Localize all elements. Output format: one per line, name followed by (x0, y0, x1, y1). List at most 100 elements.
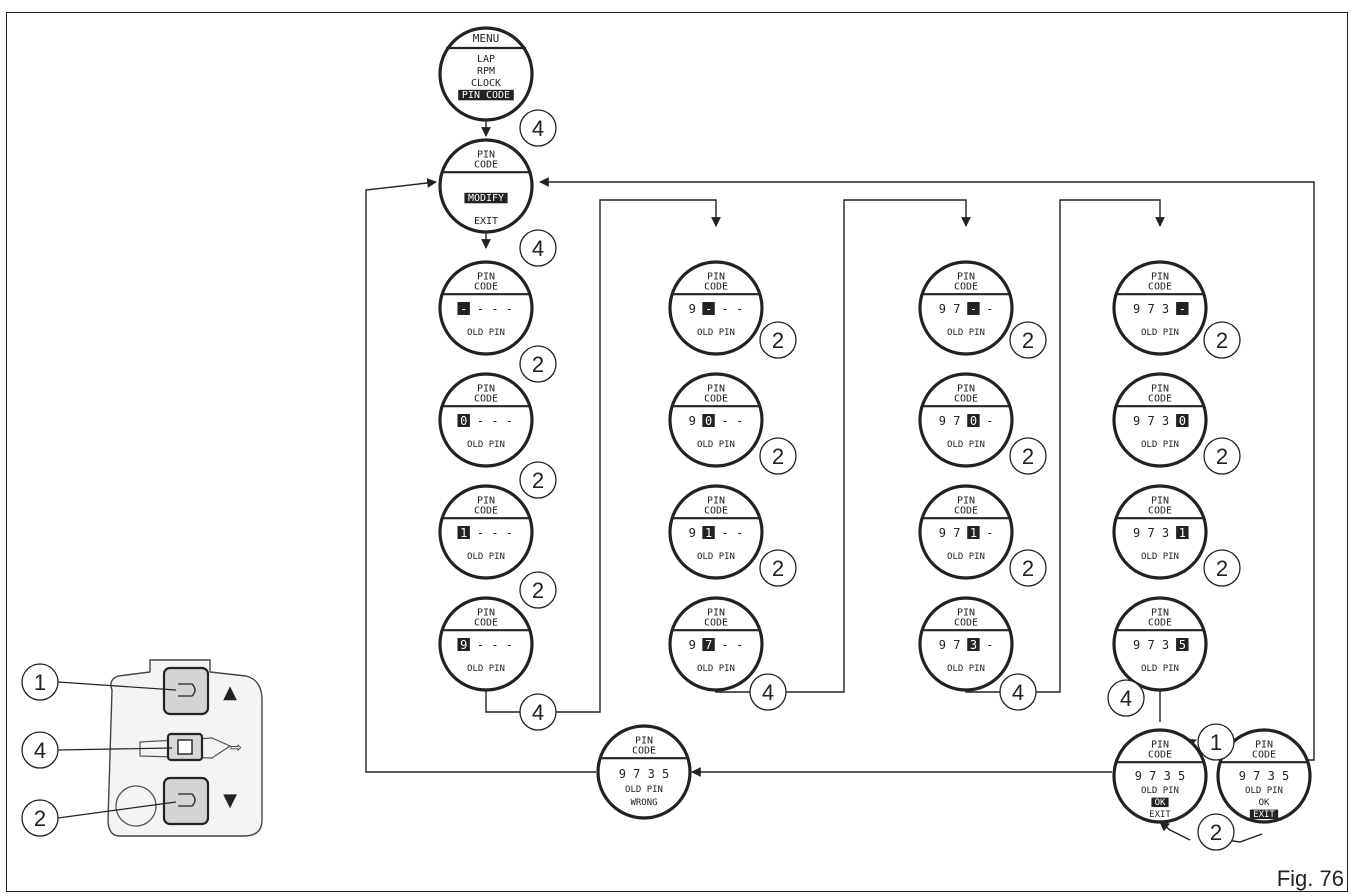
entered-digits: 9 (689, 638, 696, 652)
cursor-digit-highlight (702, 526, 715, 539)
menu-item-selected: PIN CODE (462, 90, 510, 101)
leader-line (57, 801, 177, 819)
old-pin-label: OLD PIN (947, 552, 985, 562)
entered-digits: 9 7 (939, 526, 961, 540)
cursor-digit-highlight (457, 526, 470, 539)
pin-entry-screen-bezel (918, 372, 1014, 468)
button-1[interactable] (162, 666, 210, 716)
pin-header-line-1: PIN (1151, 495, 1169, 506)
cursor-digit: 1 (705, 526, 712, 540)
callout-number: 2 (1022, 556, 1034, 581)
callout-number: 2 (1022, 328, 1034, 353)
callout-2: 2 (1009, 321, 1047, 359)
old-pin-label: OLD PIN (1141, 664, 1179, 674)
pin-header-line-2: CODE (1148, 506, 1172, 517)
confirm-screen-2-bezel (1216, 728, 1312, 824)
old-pin-label: OLD PIN (1141, 440, 1179, 450)
figure-frame (6, 12, 1348, 892)
button-2[interactable] (162, 776, 210, 826)
button-callout-number: 1 (34, 670, 46, 695)
cursor-digit: - (460, 302, 467, 316)
pin-header-line-1: PIN (957, 383, 975, 394)
button-callout-2: 2 (21, 799, 59, 837)
pin-entry-screen-bezel (1112, 260, 1208, 356)
pin-header-line-1: PIN (477, 271, 495, 282)
old-pin-label: OLD PIN (467, 664, 505, 674)
pin-entry-screen-bezel (1112, 372, 1208, 468)
pin-header-line-2: CODE (704, 394, 728, 405)
pin-header-line-1: PIN (477, 149, 495, 160)
pin-header-line-2: CODE (1148, 394, 1172, 405)
old-pin-label: OLD PIN (697, 328, 735, 338)
pin-entry-screen-bezel (438, 260, 534, 356)
old-pin-label: OLD PIN (947, 664, 985, 674)
pin-header-line-2: CODE (704, 282, 728, 293)
flow-connector (556, 199, 721, 713)
callout-number: 2 (772, 328, 784, 353)
entered-digits: 9 7 3 (1133, 302, 1169, 316)
old-pin-label: OLD PIN (1141, 328, 1179, 338)
pin-entry-screen-bezel (438, 596, 534, 692)
entered-digits: 9 7 3 (1133, 638, 1169, 652)
confirm-exit: EXIT (1149, 810, 1171, 820)
callout-number: 4 (1120, 686, 1132, 711)
menu-item: RPM (477, 66, 495, 77)
confirm-exit-selected-highlight (1249, 809, 1279, 820)
entered-digits: 9 7 (939, 302, 961, 316)
cursor-digit-highlight (1176, 302, 1189, 315)
cursor-digit: 5 (1179, 638, 1186, 652)
pending-digits: - - (722, 414, 744, 428)
cursor-digit-highlight (702, 302, 715, 315)
callout-number: 2 (1210, 820, 1222, 845)
cursor-digit-highlight (967, 526, 980, 539)
cursor-digit: - (970, 302, 977, 316)
callout-2: 2 (759, 549, 797, 587)
right-arrow-icon: ⇨ (230, 740, 242, 756)
pin-entry-screen-bezel (668, 484, 764, 580)
cursor-digit: - (1179, 302, 1186, 316)
callout-2: 2 (1009, 549, 1047, 587)
cursor-digit: 1 (460, 526, 467, 540)
old-pin-label: OLD PIN (947, 440, 985, 450)
old-pin-label: OLD PIN (467, 440, 505, 450)
menu-title: MENU (473, 32, 500, 45)
callout-4: 4 (519, 693, 557, 731)
pin-header-line-1: PIN (957, 271, 975, 282)
pending-digits: - - - (477, 302, 513, 316)
cursor-digit: 0 (970, 414, 977, 428)
pin-header-line-1: PIN (635, 735, 653, 746)
callout-number: 2 (532, 468, 544, 493)
pin-header-line-1: PIN (1255, 739, 1273, 750)
pin-code-menu-screen-bezel (438, 138, 534, 234)
pin-header-line-2: CODE (474, 282, 498, 293)
pin-header-line-1: PIN (1151, 739, 1169, 750)
pin-entry-screen-bezel (1112, 484, 1208, 580)
figure-label: Fig. 76 (1276, 866, 1344, 891)
callout-4: 4 (1107, 679, 1145, 717)
cursor-digit: 3 (970, 638, 977, 652)
old-pin-label: OLD PIN (947, 328, 985, 338)
callout-2: 2 (759, 437, 797, 475)
pending-digits: - - - (477, 638, 513, 652)
pin-entry-screen-bezel (668, 596, 764, 692)
pin-header-line-1: PIN (707, 607, 725, 618)
cursor-digit-highlight (457, 638, 470, 651)
callout-number: 1 (1210, 730, 1222, 755)
confirm-label: OLD PIN (1141, 786, 1179, 796)
leader-line (57, 747, 173, 751)
callout-number: 4 (532, 236, 544, 261)
pin-header-line-2: CODE (474, 506, 498, 517)
cursor-digit: 1 (970, 526, 977, 540)
cursor-digit-highlight (967, 302, 980, 315)
